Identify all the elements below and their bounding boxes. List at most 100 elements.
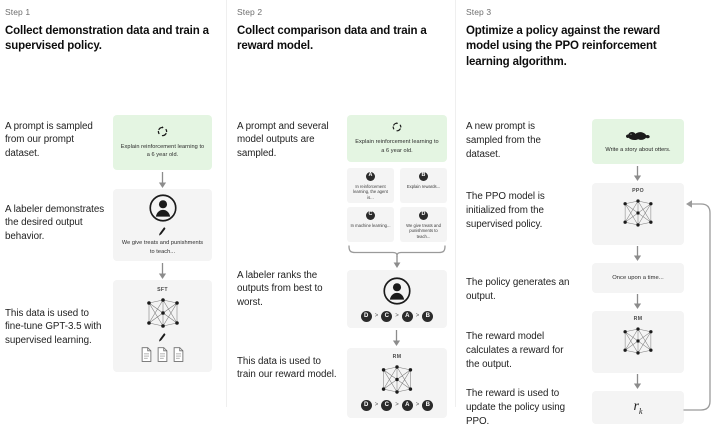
step-3-label: Step 3 [466,7,492,17]
output-text-c: In machine learning... [350,222,391,228]
rank-sep-3: > [415,313,420,320]
reward-symbol-subscript: k [638,406,643,416]
pencil-icon [159,227,166,236]
step-2-caption-1: A prompt and several model outputs are s… [237,120,329,160]
rank-badge-1: D [360,399,372,411]
person-icon [148,194,177,223]
step-1-caption-2: A labeler demonstrates the desired outpu… [5,203,105,243]
step-1-body: A prompt is sampled from our prompt data… [5,67,226,397]
output-badge-c: C [366,210,375,220]
step-3-body: A new prompt is sampled from the dataset… [466,82,720,427]
pencil-icon [159,332,166,342]
document-icon [173,346,184,362]
rm-tag: RM [392,353,402,360]
step-2-rm-ranking-row: D > C > A > B [360,399,434,411]
output-badge-a: A [366,171,375,181]
step-3-prompt-text: Write a story about otters. [605,146,671,153]
output-badge-b: B [419,171,428,181]
step-1-title: Collect demonstration data and train a s… [5,25,209,53]
neural-network-icon [381,364,413,394]
rank-sep-2: > [395,402,399,409]
refresh-loop-icon [157,126,168,137]
step-1-labeler-text: We give treats and punishments to teach.… [121,240,204,255]
document-icon [157,346,168,362]
step-3-title: Optimize a policy against the reward mod… [466,25,660,68]
output-card-c: C In machine learning... [347,206,394,242]
output-text-d: We give treats and punishments to teach.… [406,222,441,240]
step-1-label: Step 1 [5,7,31,17]
step-1-prompt-panel: Explain reinforcement learning to a 6 ye… [113,114,212,170]
step-3-arrow-3 [633,293,642,309]
step-2-prompt-text: Explain reinforcement learning to a 6 ye… [355,139,439,154]
refresh-loop-icon [392,122,402,132]
step-1-arrow-1 [158,171,167,188]
output-card-a: A In reinforcement learning, the agent i… [347,167,394,203]
step-2-title: Collect comparison data and train a rewa… [237,25,427,53]
reward-symbol: rk [633,399,642,416]
step-2-brace [348,244,446,268]
rank-badge-4: B [422,310,434,322]
step-3-caption-3: The policy generates an output. [466,276,570,302]
output-text-b: Explain rewards... [406,183,441,189]
step-2-caption-2: A labeler ranks the outputs from best to… [237,269,323,309]
rank-sep-3: > [415,402,420,409]
step-1-sft-panel: SFT [113,279,212,372]
step-1-arrow-2 [158,262,167,279]
step-2-labeler-panel: D > C > A > B [347,269,447,328]
step-3-arrow-4 [633,373,642,389]
step-2-arrow-1 [392,329,401,346]
document-icon [141,346,152,362]
document-row [140,346,185,362]
rank-badge-3: A [401,399,413,411]
step-3-caption-2: The PPO model is initialized from the su… [466,190,545,230]
person-icon [383,276,411,305]
step-3-caption-4: The reward model calculates a reward for… [466,330,564,370]
step-2-prompt-panel: Explain reinforcement learning to a 6 ye… [347,114,447,162]
output-card-d: D We give treats and punishments to teac… [400,206,447,242]
rank-badge-2: C [381,399,393,411]
arrow-head [162,126,164,129]
rank-sep-1: > [374,313,379,320]
neural-network-icon [623,327,653,355]
ppo-tag: PPO [632,187,644,194]
step-3-output-text: Once upon a time... [612,274,664,281]
step-1-caption-3: This data is used to fine-tune GPT-3.5 w… [5,307,102,347]
step-3-prompt-panel: Write a story about otters. [592,118,684,164]
step-3-column: Step 3 Optimize a policy against the rew… [455,0,720,427]
neural-network-icon [623,199,653,227]
step-1-column: Step 1 Collect demonstration data and tr… [0,0,226,407]
rank-badge-2: C [381,310,393,322]
step-3-arrow-1 [633,165,642,181]
step-1-prompt-text: Explain reinforcement learning to a 6 ye… [120,143,205,159]
sft-tag: SFT [157,286,168,293]
step-3-rm-panel: RM [592,310,684,373]
step-1-caption-1: A prompt is sampled from our prompt data… [5,120,93,160]
step-1-labeler-panel: We give treats and punishments to teach.… [113,188,212,261]
output-badge-d: D [419,210,428,220]
rank-badge-3: A [401,310,413,322]
otter-icon [626,131,650,140]
output-card-b: B Explain rewards... [400,167,447,203]
rank-sep-1: > [374,402,379,409]
arrow-head [396,122,398,125]
rm-tag: RM [633,315,643,322]
step-3-reward-panel: rk [592,390,684,424]
step-3-caption-5: The reward is used to update the policy … [466,387,566,427]
reward-symbol-base: r [633,398,639,414]
step-2-rm-panel: RM D > C > A > [347,347,447,418]
ppo-feedback-loop-arrow [683,200,711,411]
step-2-body: A prompt and several model outputs are s… [237,67,455,418]
rank-sep-2: > [395,313,399,320]
step-2-label: Step 2 [237,7,263,17]
rank-badge-4: B [422,399,434,411]
step-2-column: Step 2 Collect comparison data and train… [226,0,455,418]
step-3-arrow-2 [633,245,642,261]
step-2-ranking-row: D > C > A > B [360,310,434,322]
step-2-caption-3: This data is used to train our reward mo… [237,355,337,381]
neural-network-icon [146,297,179,328]
step-3-caption-1: A new prompt is sampled from the dataset… [466,120,541,160]
output-text-a: In reinforcement learning, the agent is.… [353,183,388,201]
rank-badge-1: D [360,310,372,322]
step-3-output-panel: Once upon a time... [592,262,684,293]
